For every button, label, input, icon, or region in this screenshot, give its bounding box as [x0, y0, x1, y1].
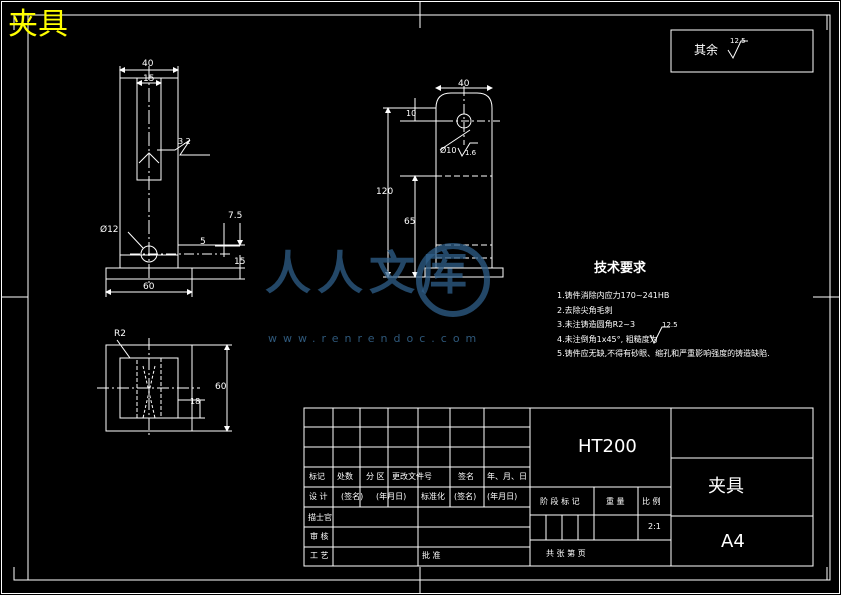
- dim-front-7-5: 7.5: [228, 211, 243, 221]
- dim-top-radius: R2: [114, 329, 126, 339]
- dim-top-18: 18: [190, 397, 201, 406]
- tb-material: HT200: [578, 436, 637, 457]
- tb-design-3: 标准化: [421, 492, 445, 501]
- dim-front-roughness: 3.2: [178, 137, 191, 146]
- tb-label-2: 工 艺: [310, 551, 329, 560]
- tb-header-3: 更改文件号: [392, 472, 432, 481]
- dim-top-60: 60: [215, 382, 227, 392]
- dim-side-65: 65: [404, 217, 416, 227]
- tb-stage-0: 阶 段 标 记: [540, 497, 580, 506]
- tech-req-item-4: 4.未注倒角1x45°, 粗糙度为: [557, 335, 658, 344]
- dim-side-120: 120: [376, 187, 394, 197]
- tb-part-name: 夹具: [708, 476, 744, 497]
- title-block: [303, 407, 814, 567]
- tech-req-item-1: 1.铸件消除内应力170~241HB: [557, 291, 670, 300]
- dim-side-roughness: 1.6: [465, 149, 477, 157]
- dim-front-slot: 15: [143, 74, 155, 84]
- watermark-text: 人人文库: [265, 246, 473, 300]
- dim-side-width: 40: [458, 79, 470, 89]
- tb-header-5: 年、月、日: [487, 472, 527, 481]
- tech-req-title: 技术要求: [594, 261, 647, 276]
- tech-req-item-3: 3.未注铸造圆角R2~3: [557, 320, 636, 329]
- tb-sheet-info: 共 张 第 页: [546, 549, 586, 558]
- tb-design-4: (签名): [454, 492, 477, 501]
- tb-design-0: 设 计: [309, 492, 328, 501]
- tb-label-0: 描士官: [308, 513, 332, 522]
- tb-stage-1: 重 量: [606, 497, 625, 506]
- tb-approve: 批 准: [422, 551, 441, 560]
- dim-front-5: 5: [200, 237, 206, 247]
- roughness-value: 12.5: [730, 37, 746, 45]
- tb-design-1: (签名): [341, 492, 364, 501]
- tech-req-item-2: 2.去除尖角毛刺: [557, 306, 613, 315]
- tb-design-5: (年月日): [487, 492, 518, 501]
- tb-header-4: 签名: [458, 472, 474, 481]
- tech-req-item4-roughness: 12.5: [662, 321, 678, 329]
- tb-header-0: 标记: [309, 472, 325, 481]
- corner-title: 夹具: [8, 7, 68, 42]
- dim-side-hole: Ø10: [440, 146, 457, 155]
- dim-front-base: 60: [143, 282, 155, 292]
- dim-side-10: 10: [406, 109, 417, 118]
- dim-front-hole: Ø12: [100, 225, 119, 235]
- tb-stage-2: 比 例: [642, 497, 661, 506]
- tb-header-1: 处数: [337, 472, 353, 481]
- front-view: [105, 66, 245, 297]
- top-view: [97, 338, 232, 438]
- roughness-box: [670, 29, 814, 73]
- tb-sheet-size: A4: [721, 531, 745, 552]
- tb-label-1: 审 核: [310, 532, 329, 541]
- tech-req-item-5: 5.铸件应无缺,不得有砂眼、缩孔和严重影响强度的铸造缺陷.: [557, 349, 770, 358]
- tb-scale: 2:1: [648, 522, 661, 531]
- dim-front-15: 15: [234, 257, 246, 267]
- watermark-url: www.renrendoc.com: [268, 332, 483, 345]
- roughness-note: 其余: [694, 43, 719, 57]
- watermark-logo-icon: [416, 243, 490, 317]
- tb-header-2: 分 区: [366, 472, 385, 481]
- dim-front-width: 40: [142, 59, 154, 69]
- tb-design-2: (年月日): [376, 492, 407, 501]
